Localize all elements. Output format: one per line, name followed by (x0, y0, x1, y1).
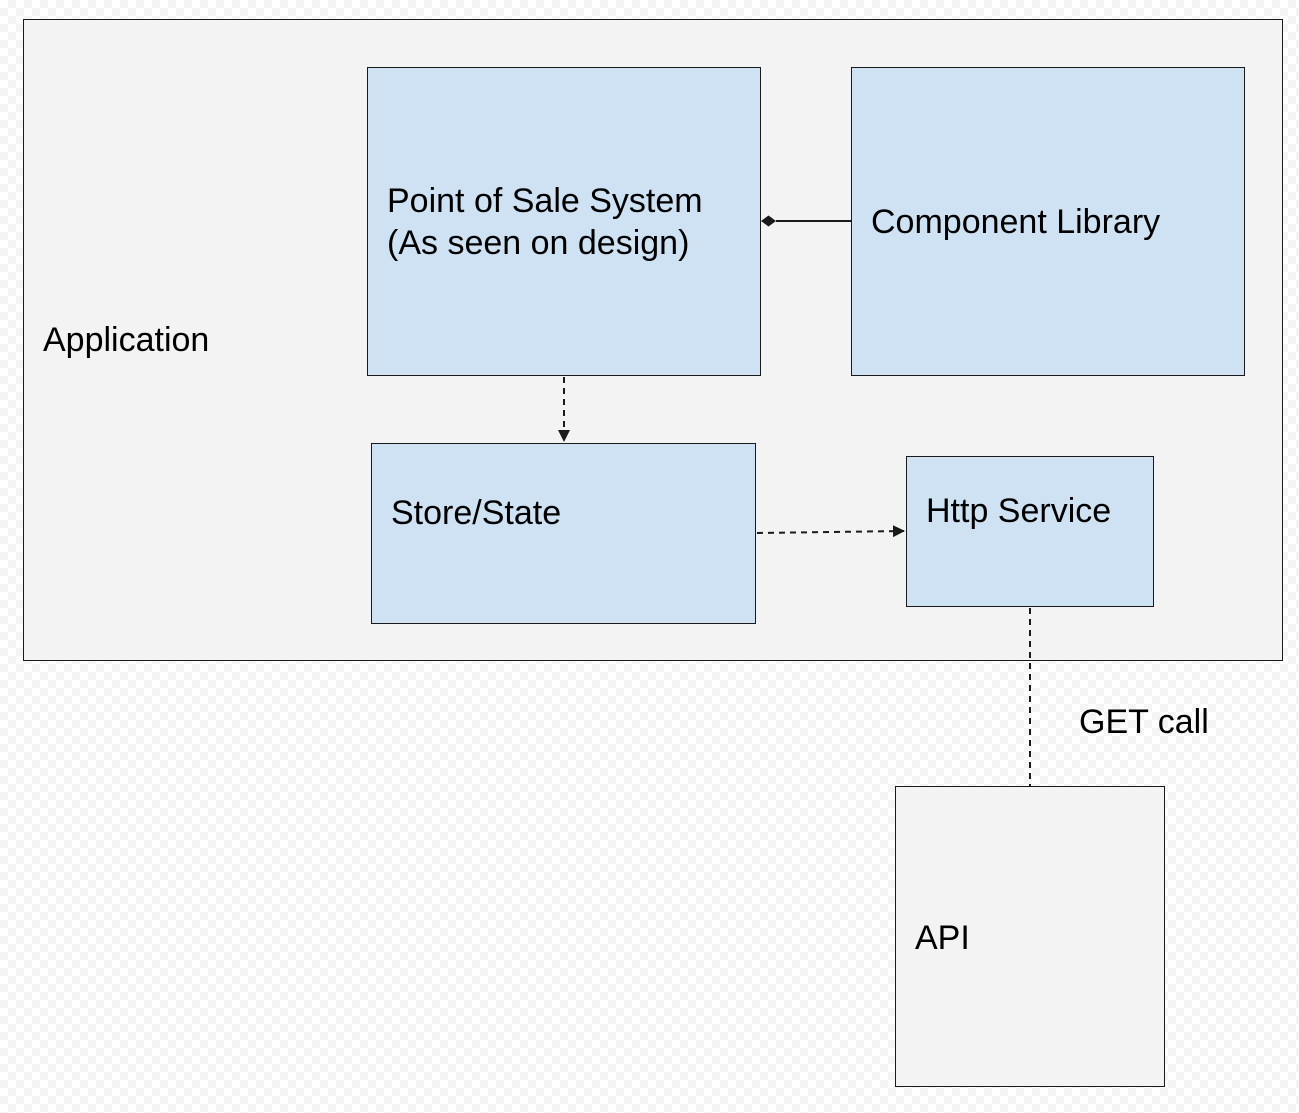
component-library-label: Component Library (871, 203, 1161, 241)
point-of-sale-node (367, 67, 761, 376)
point-of-sale-label-line1: Point of Sale System (387, 182, 703, 220)
point-of-sale-label-line2: (As seen on design) (387, 224, 690, 262)
component-library-node (851, 67, 1245, 376)
application-label: Application (43, 321, 210, 359)
point-of-sale-label: Point of Sale System (As seen on design) (387, 180, 703, 264)
get-call-label: GET call (1079, 703, 1209, 741)
store-state-node (371, 443, 756, 624)
store-state-label: Store/State (391, 494, 562, 532)
http-service-node (906, 456, 1154, 607)
api-label: API (915, 919, 970, 957)
api-node (895, 786, 1165, 1087)
http-service-label: Http Service (926, 492, 1112, 530)
